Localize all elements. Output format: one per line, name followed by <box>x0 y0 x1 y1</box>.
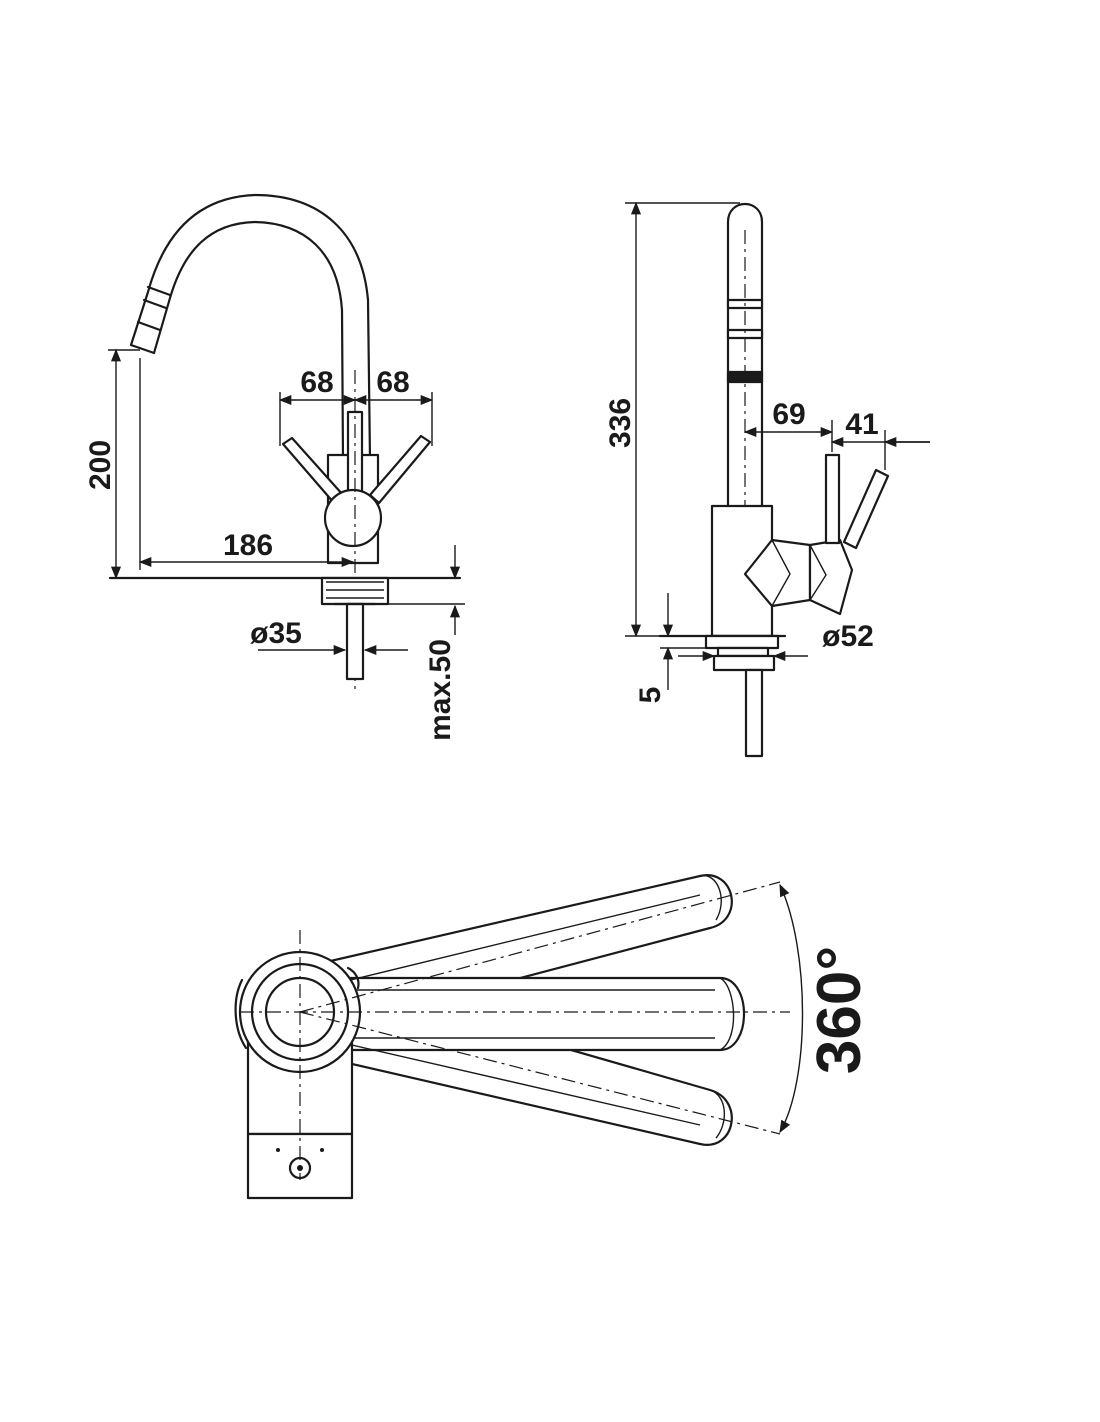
dim-handle-offset-label: 41 <box>845 408 878 441</box>
dim-handle-right-label: 68 <box>376 366 409 399</box>
dim-hole-label: ø35 <box>250 617 302 650</box>
side-cartridge <box>743 538 812 608</box>
dim-total-height-label: 336 <box>604 398 637 448</box>
spout-outer <box>129 193 372 462</box>
dim-handle-left-label: 68 <box>300 366 333 399</box>
side-handle-vertical <box>824 453 841 545</box>
dim-base-height-label: 5 <box>634 687 667 704</box>
dim-spout-offset-label: 69 <box>772 398 805 431</box>
side-spout <box>726 202 764 508</box>
dim-rotation-label: 360° <box>805 946 874 1074</box>
dim-reach-label: 186 <box>223 529 273 562</box>
front-view: 200 186 68 68 ø35 max.50 <box>84 193 465 741</box>
cartridge-circle <box>323 488 383 548</box>
top-view: 360° <box>234 874 874 1200</box>
side-handle-angled <box>842 468 890 550</box>
mounting-rod <box>345 602 365 681</box>
spout-position-center <box>298 976 746 1052</box>
side-mounting-rod <box>744 668 764 758</box>
dim-base-label: ø52 <box>822 620 874 653</box>
side-view: 336 69 41 ø52 5 <box>604 201 930 758</box>
spout-inner <box>152 220 345 462</box>
dim-height-label: 200 <box>84 440 117 490</box>
dim-thickness-label: max.50 <box>424 639 457 741</box>
